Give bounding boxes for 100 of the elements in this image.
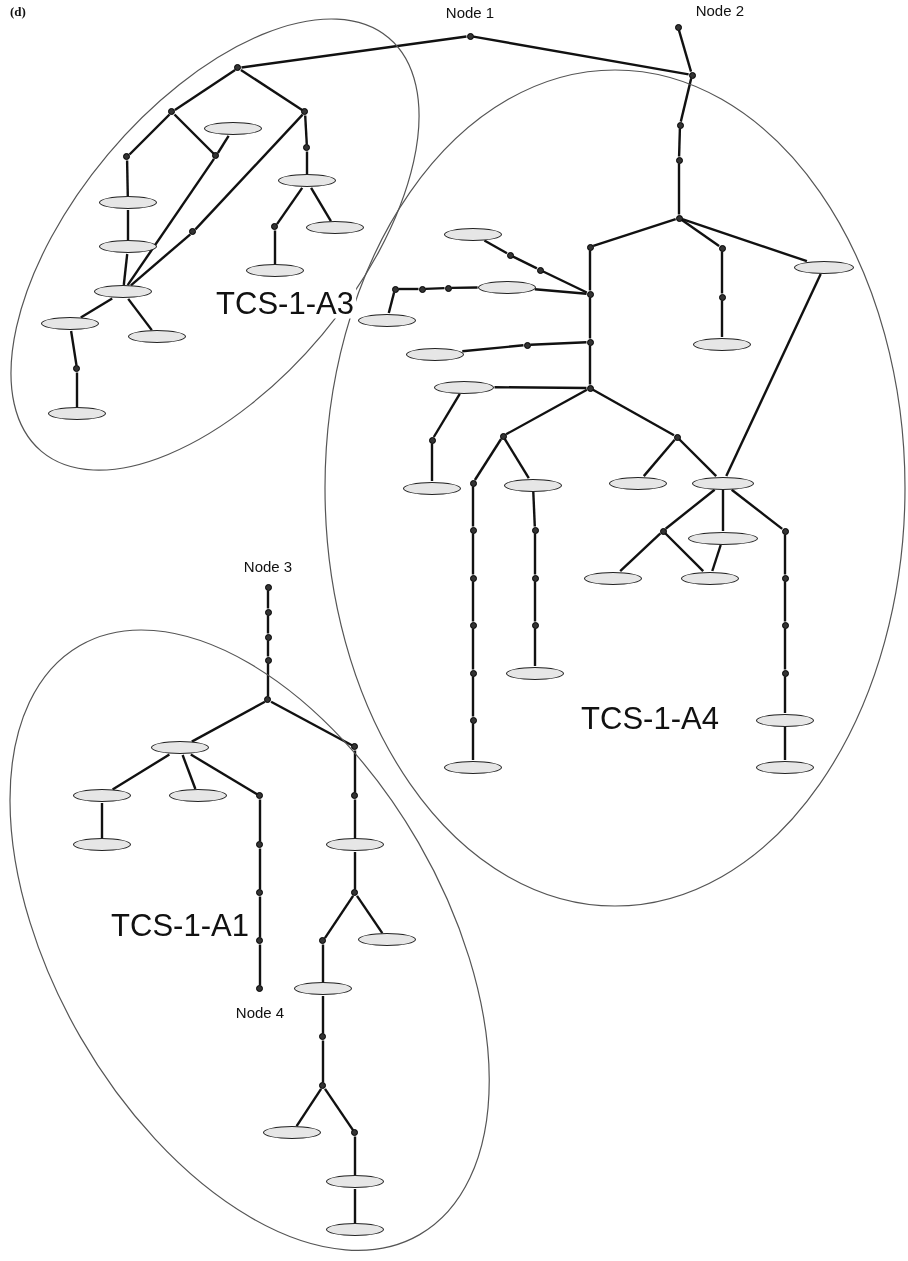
junction-dot: [428, 436, 436, 444]
junction-dot: [781, 527, 789, 535]
network-line: [194, 113, 304, 231]
network-line: [783, 727, 787, 760]
junction-dot: [391, 285, 399, 293]
junction-dot: [586, 384, 594, 392]
haplotype-ellipse: [444, 227, 502, 241]
haplotype-ellipse: [434, 380, 494, 394]
junction-dot: [351, 792, 359, 800]
junction-dot: [256, 889, 264, 897]
network-line: [276, 187, 304, 225]
junction-dot: [781, 574, 789, 582]
network-line: [305, 151, 309, 174]
haplotype-ellipse: [99, 240, 157, 254]
network-line: [678, 438, 718, 478]
junction-dot: [469, 574, 477, 582]
junction-dot: [351, 1129, 359, 1137]
haplotype-ellipse: [263, 1126, 321, 1140]
haplotype-ellipse: [688, 531, 758, 545]
network-line: [270, 700, 353, 747]
network-line: [310, 187, 332, 222]
junction-dot: [676, 121, 684, 129]
junction-dot: [718, 244, 726, 252]
haplotype-ellipse: [73, 789, 131, 803]
haplotype-ellipse: [73, 838, 131, 852]
network-line: [534, 288, 587, 295]
network-line: [258, 848, 262, 890]
network-line: [681, 219, 720, 247]
haplotype-ellipse: [278, 174, 336, 188]
junction-dot: [73, 365, 81, 373]
network-line: [533, 628, 537, 666]
network-line: [190, 753, 258, 796]
network-line: [126, 158, 215, 286]
junction-dot: [469, 669, 477, 677]
haplotype-ellipse: [294, 982, 352, 996]
network-line: [430, 443, 434, 481]
network-line: [730, 488, 783, 530]
haplotype-ellipse: [584, 571, 642, 585]
network-line: [588, 297, 592, 339]
haplotype-ellipse: [128, 330, 186, 344]
junction-dot: [523, 341, 531, 349]
network-line: [505, 388, 588, 436]
network-line: [353, 750, 357, 793]
cluster-oval: [11, 19, 419, 471]
junction-dot: [469, 526, 477, 534]
network-line: [323, 895, 355, 939]
network-line: [216, 135, 230, 154]
haplotype-ellipse: [681, 571, 739, 585]
network-line: [398, 287, 419, 291]
network-line: [494, 386, 587, 390]
network-line: [304, 115, 308, 145]
network-line: [533, 533, 537, 575]
network-line: [681, 217, 808, 263]
junction-dot: [536, 266, 544, 274]
haplotype-ellipse: [326, 1175, 384, 1189]
network-line: [80, 297, 113, 319]
network-line: [353, 1136, 357, 1175]
haplotype-ellipse: [94, 285, 152, 299]
haplotype-ellipse: [99, 196, 157, 210]
network-line: [353, 1189, 357, 1223]
network-line: [503, 438, 530, 479]
network-line: [425, 286, 445, 291]
haplotype-ellipse: [48, 407, 106, 421]
haplotype-ellipse: [204, 122, 262, 136]
haplotype-ellipse: [326, 1223, 384, 1237]
network-line: [75, 372, 79, 407]
junction-dot: [264, 608, 272, 616]
junction-dot: [351, 889, 359, 897]
junction-dot: [444, 284, 452, 292]
network-line: [126, 210, 130, 240]
junction-dot: [264, 696, 272, 704]
haplotype-ellipse: [609, 476, 667, 490]
network-line: [483, 239, 508, 255]
network-line: [512, 255, 538, 270]
junction-dot: [271, 223, 279, 231]
junction-dot: [586, 338, 594, 346]
haplotype-ellipse: [358, 933, 416, 947]
haplotype-ellipse: [504, 478, 562, 492]
junction-dot: [256, 841, 264, 849]
network-line: [783, 628, 787, 670]
network-line: [258, 896, 262, 938]
network-line: [720, 251, 724, 294]
network-line: [462, 344, 524, 353]
junction-dot: [212, 152, 220, 160]
network-line: [588, 250, 592, 291]
network-line: [387, 292, 396, 314]
network-line: [471, 628, 475, 670]
network-line: [266, 663, 270, 697]
haplotype-ellipse: [444, 760, 502, 774]
haplotype-ellipse: [326, 838, 384, 852]
haplotype-ellipse: [756, 713, 814, 727]
network-line: [111, 753, 171, 791]
network-line: [295, 1088, 323, 1127]
network-line: [530, 341, 587, 346]
network-line: [473, 35, 689, 76]
junction-dot: [673, 433, 681, 441]
haplotype-ellipse: [506, 666, 564, 680]
node-label: Node 1: [444, 4, 496, 21]
network-line: [451, 286, 478, 290]
network-line: [677, 30, 693, 72]
